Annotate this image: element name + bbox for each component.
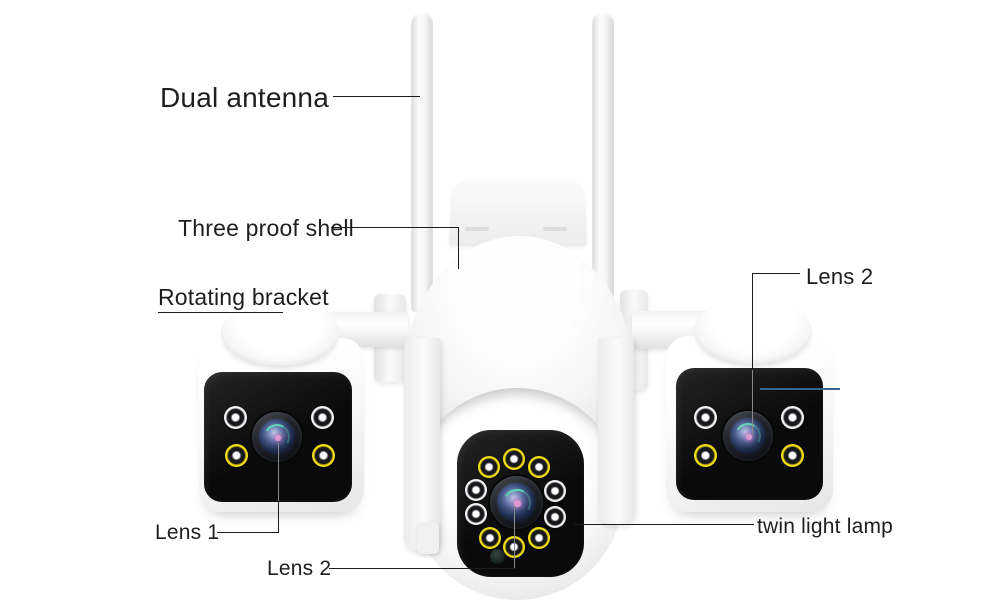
- dual-antenna-label: Dual antenna: [160, 82, 329, 113]
- three-proof-shell-label: Three proof shell: [178, 215, 354, 241]
- lens-2-right-callout-line: [752, 370, 753, 434]
- antenna-right: [592, 12, 614, 308]
- lens-2-right-callout-line: [752, 273, 800, 274]
- shell-seam-left: [465, 227, 489, 231]
- lens-center-dot: [274, 434, 281, 441]
- right-lens-2: [723, 411, 773, 461]
- shell-leg-left: [404, 338, 440, 550]
- twin-light-lamp-callout-line: [574, 524, 754, 525]
- right-rotating-bracket-disc: [694, 298, 812, 364]
- right-led-yellow: [694, 444, 717, 467]
- left-led-white: [311, 406, 334, 429]
- light-sensor: [490, 549, 505, 564]
- center-lens-2: [490, 476, 543, 529]
- lens-1-callout-line: [278, 501, 279, 533]
- right-led-white: [694, 406, 717, 429]
- shell-leg-tab: [417, 522, 439, 554]
- left-led-yellow: [312, 444, 335, 467]
- shell-leg-right: [598, 338, 634, 524]
- lens-2-right-callout-line: [752, 273, 753, 370]
- three-proof-shell-callout-line: [331, 227, 459, 228]
- lens-2-bottom-label: Lens 2: [267, 557, 332, 580]
- center-led-white: [465, 503, 487, 525]
- faceplate-pointer-line: [760, 388, 840, 390]
- twin-light-lamp-label: twin light lamp: [757, 515, 894, 538]
- lens-2-bottom-callout-line: [514, 507, 515, 568]
- center-led-yellow: [528, 456, 550, 478]
- right-led-yellow: [781, 444, 804, 467]
- lens-1-callout-line: [278, 443, 279, 501]
- center-led-white: [465, 479, 487, 501]
- antenna-left: [411, 12, 433, 312]
- rotating-bracket-callout-line: [158, 312, 283, 313]
- three-proof-shell-callout-line: [458, 227, 459, 269]
- lens-center-dot: [745, 433, 752, 440]
- right-led-white: [781, 406, 804, 429]
- left-led-white: [224, 406, 247, 429]
- shell-seam-right: [543, 227, 567, 231]
- lens-2-right-label: Lens 2: [806, 264, 874, 289]
- dual-antenna-callout-line: [333, 96, 420, 97]
- center-led-yellow: [528, 527, 550, 549]
- left-led-yellow: [225, 444, 248, 467]
- rotating-bracket-label: Rotating bracket: [158, 284, 329, 310]
- lens-center-dot: [513, 499, 521, 507]
- lens-1-callout-line: [217, 532, 278, 533]
- lens-2-bottom-callout-line: [329, 568, 515, 569]
- center-led-yellow: [478, 456, 500, 478]
- left-rotating-bracket-disc: [221, 300, 339, 366]
- center-led-yellow: [479, 527, 501, 549]
- center-led-white: [544, 506, 566, 528]
- center-led-white: [544, 480, 566, 502]
- lens-1-label: Lens 1: [155, 521, 220, 544]
- center-led-yellow: [503, 448, 525, 470]
- left-lens-1: [252, 412, 302, 462]
